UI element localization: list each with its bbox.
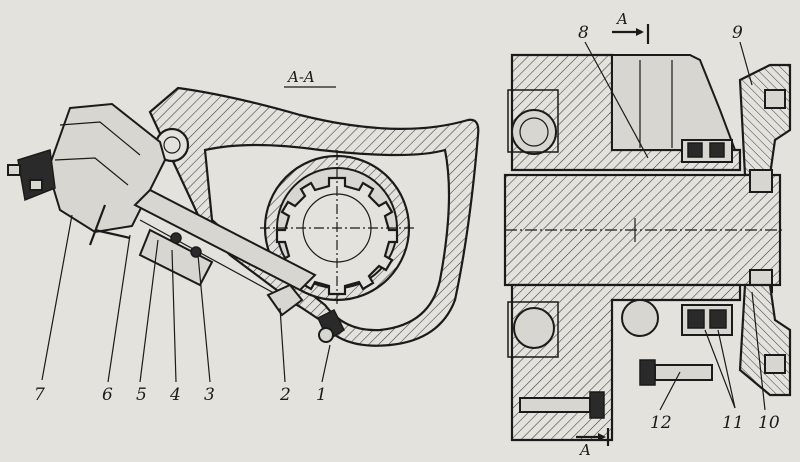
gear-upper <box>611 54 737 151</box>
callout-3: 3 <box>204 385 215 405</box>
bolt-12 <box>654 364 713 381</box>
bearing-lower-mid <box>621 299 659 337</box>
section-a-a-view: A-A 7 6 5 4 3 2 1 <box>7 68 480 405</box>
callout-12: 12 <box>650 413 672 433</box>
end-cap <box>17 149 56 202</box>
bracket-9-top <box>738 63 792 177</box>
bolt-lower <box>519 397 591 413</box>
bearing-lower-left <box>513 307 555 349</box>
section-mark-bottom: A <box>578 441 591 459</box>
callout-1: 1 <box>316 385 327 405</box>
callout-6: 6 <box>102 385 113 405</box>
longitudinal-view: A A 8 9 12 11 10 <box>503 10 792 459</box>
section-title: A-A <box>286 68 315 86</box>
leader-lines-right <box>584 41 766 411</box>
section-mark-top: A <box>615 10 628 28</box>
callout-2: 2 <box>279 385 291 405</box>
bearing-upper <box>511 109 557 155</box>
callout-7: 7 <box>34 385 45 405</box>
bracket-10-bottom <box>738 283 792 397</box>
callout-11: 11 <box>722 413 744 433</box>
leader-lines-left <box>41 214 331 383</box>
callout-10: 10 <box>758 413 780 433</box>
piston-rod <box>133 188 317 292</box>
callout-8: 8 <box>578 23 589 43</box>
latch-2 <box>266 283 304 317</box>
callout-9: 9 <box>732 23 743 43</box>
callout-5: 5 <box>136 385 147 405</box>
callout-4: 4 <box>169 385 181 405</box>
